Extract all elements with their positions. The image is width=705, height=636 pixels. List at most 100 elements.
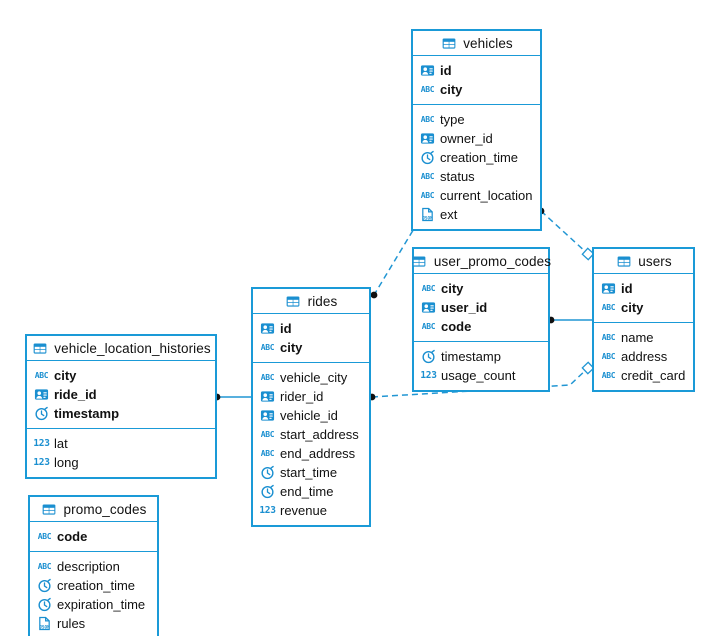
table-icon bbox=[411, 254, 428, 269]
entity-header-user_promo_codes[interactable]: user_promo_codes bbox=[411, 249, 552, 274]
column-row-rides-rider_id[interactable]: rider_id bbox=[253, 387, 369, 406]
column-name: owner_id bbox=[440, 131, 493, 146]
abc-text-icon: ABC bbox=[601, 351, 616, 361]
abc-text-icon: ABC bbox=[260, 429, 275, 439]
entity-title-user_promo_codes: user_promo_codes bbox=[433, 253, 552, 269]
column-row-promo_codes-rules[interactable]: JSON rules bbox=[30, 614, 157, 633]
clock-icon bbox=[37, 578, 52, 593]
column-name: vehicle_id bbox=[280, 408, 338, 423]
id-card-icon bbox=[601, 281, 616, 296]
column-name: creation_time bbox=[57, 578, 136, 593]
column-row-user_promo_codes-user_id[interactable]: user_id bbox=[414, 298, 548, 317]
entity-header-promo_codes[interactable]: promo_codes bbox=[30, 497, 157, 522]
column-row-rides-vehicle_id[interactable]: vehicle_id bbox=[253, 406, 369, 425]
entity-title-rides: rides bbox=[307, 293, 338, 309]
column-name: rules bbox=[57, 616, 86, 631]
column-row-vehicle_location_histories-timestamp[interactable]: timestamp bbox=[27, 404, 215, 423]
id-card-icon bbox=[421, 300, 436, 315]
column-name: end_address bbox=[280, 446, 356, 461]
column-name: vehicle_city bbox=[280, 370, 348, 385]
column-name: description bbox=[57, 559, 120, 574]
column-row-rides-id[interactable]: id bbox=[253, 319, 369, 338]
id-card-icon bbox=[260, 389, 275, 404]
abc-text-icon: ABC bbox=[421, 283, 436, 293]
clock-icon bbox=[34, 406, 49, 421]
column-name: status bbox=[440, 169, 475, 184]
column-name: type bbox=[440, 112, 465, 127]
clock-icon bbox=[260, 484, 275, 499]
column-row-vehicles-id[interactable]: id bbox=[413, 61, 540, 80]
column-row-rides-start_time[interactable]: start_time bbox=[253, 463, 369, 482]
column-row-vehicles-creation_time[interactable]: creation_time bbox=[413, 148, 540, 167]
abc-text-icon: ABC bbox=[420, 84, 435, 94]
column-row-vehicles-type[interactable]: ABC type bbox=[413, 110, 540, 129]
123-number-icon: 123 bbox=[420, 369, 437, 381]
id-card-icon bbox=[260, 321, 275, 336]
abc-text-icon: ABC bbox=[420, 114, 435, 124]
table-icon bbox=[41, 502, 58, 517]
column-row-user_promo_codes-timestamp[interactable]: timestamp bbox=[414, 347, 548, 366]
entity-title-vehicle_location_histories: vehicle_location_histories bbox=[54, 340, 211, 356]
column-name: lat bbox=[54, 436, 68, 451]
relationship-rel-user_promo_codes-users[interactable] bbox=[547, 316, 592, 324]
id-card-icon bbox=[34, 387, 49, 402]
column-row-vehicles-city[interactable]: ABC city bbox=[413, 80, 540, 99]
entity-header-vehicles[interactable]: vehicles bbox=[413, 31, 540, 56]
column-name: city bbox=[440, 82, 463, 97]
entity-header-rides[interactable]: rides bbox=[253, 289, 369, 314]
column-name: city bbox=[441, 281, 464, 296]
clock-icon bbox=[37, 597, 52, 612]
column-row-promo_codes-expiration_time[interactable]: expiration_time bbox=[30, 595, 157, 614]
column-name: current_location bbox=[440, 188, 533, 203]
column-row-promo_codes-creation_time[interactable]: creation_time bbox=[30, 576, 157, 595]
abc-text-icon: ABC bbox=[37, 531, 52, 541]
column-name: id bbox=[280, 321, 292, 336]
edge-marker-dot-user_promo_codes bbox=[370, 291, 378, 299]
entity-header-vehicle_location_histories[interactable]: vehicle_location_histories bbox=[27, 336, 215, 361]
entity-title-users: users bbox=[638, 253, 672, 269]
column-row-users-id[interactable]: id bbox=[594, 279, 693, 298]
relationship-rel-vehicle_location_histories-rides[interactable] bbox=[213, 393, 251, 401]
column-name: ride_id bbox=[54, 387, 97, 402]
column-row-vehicles-owner_id[interactable]: owner_id bbox=[413, 129, 540, 148]
column-row-vehicle_location_histories-ride_id[interactable]: ride_id bbox=[27, 385, 215, 404]
column-name: expiration_time bbox=[57, 597, 146, 612]
column-row-user_promo_codes-city[interactable]: ABC city bbox=[414, 279, 548, 298]
entity-header-users[interactable]: users bbox=[594, 249, 693, 274]
svg-text:JSON: JSON bbox=[39, 624, 50, 630]
column-row-rides-end_time[interactable]: end_time bbox=[253, 482, 369, 501]
column-name: user_id bbox=[441, 300, 488, 315]
column-name: city bbox=[621, 300, 644, 315]
column-name: timestamp bbox=[441, 349, 501, 364]
